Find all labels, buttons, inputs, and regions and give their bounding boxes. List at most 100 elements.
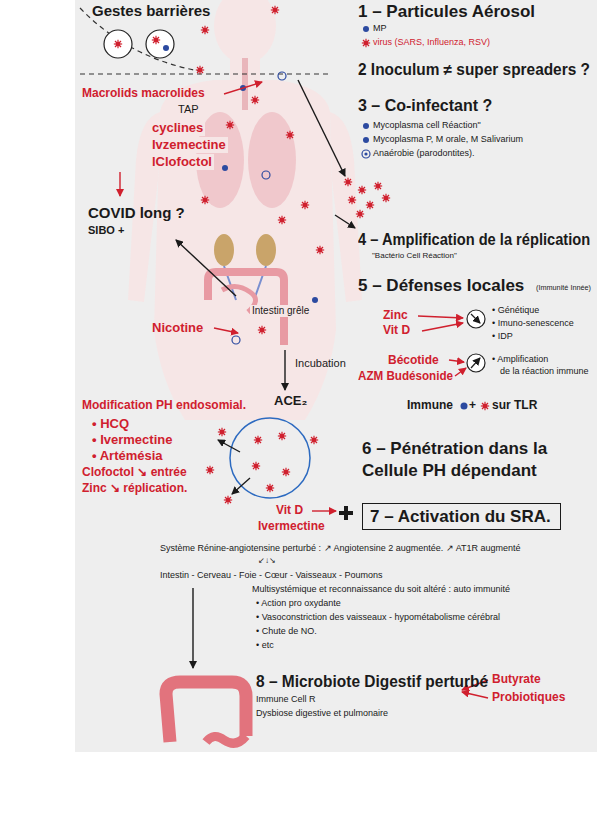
text-label: Dysbiose digestive et pulmonaire (256, 708, 388, 719)
text-label: Modification PH endosomial. (82, 398, 246, 412)
panel (75, 0, 597, 752)
text-label: 3 – Co-infectant ? (358, 96, 492, 115)
text-label: 5 – Défenses locales (358, 276, 524, 296)
virus-icon (114, 40, 122, 48)
virus-icon (258, 326, 266, 334)
droplet (104, 30, 132, 58)
text-label: 8 – Microbiote Digestif perturbé (256, 672, 488, 692)
text-label: TAP (178, 103, 199, 116)
text-label: (Immunité Innée) (536, 283, 591, 293)
text-label: Macrolids macrolides (82, 86, 205, 100)
virus-icon (374, 182, 382, 190)
virus-icon (358, 186, 366, 194)
cell-outline (230, 418, 310, 498)
virus-icon (196, 66, 204, 74)
virus-icon (252, 462, 260, 470)
text-label: Butyrate (492, 672, 541, 686)
text-label: 1 – Particules Aérosol (358, 2, 535, 22)
text-label: Vit D (276, 503, 303, 517)
mp-dot (363, 137, 369, 143)
mp-dot (461, 403, 468, 410)
virus-icon (282, 468, 290, 476)
colon (206, 736, 246, 743)
arrow (192, 588, 193, 668)
text-label: + (469, 398, 476, 412)
text-label: cyclines (150, 120, 205, 136)
text-label: • Chute de NO. (256, 626, 317, 637)
decrease-gauge (467, 310, 485, 328)
text-label: Bécotide (388, 353, 439, 367)
virus-icon (286, 131, 294, 139)
text-label: 6 – Pénétration dans la Cellule PH dépen… (362, 438, 577, 482)
arrow (218, 440, 240, 452)
text-label: "Bactério Cell Réaction" (372, 251, 457, 261)
red-arrow (214, 328, 238, 333)
mp-dot (312, 297, 318, 303)
droplet (146, 30, 174, 58)
plus-sign (339, 506, 353, 520)
virus-icon (218, 428, 226, 436)
text-label: Incubation (295, 357, 346, 370)
kidney (256, 234, 276, 266)
arrow (232, 478, 250, 494)
text-label: sur TLR (492, 398, 537, 412)
text-label: Probiotiques (492, 690, 565, 704)
red-arrow (422, 323, 463, 331)
virus-icon (481, 402, 489, 410)
virus-icon (356, 210, 364, 218)
virus-icon (278, 216, 286, 224)
text-label: Intestin - Cerveau - Foie - Cœur - Vaiss… (160, 570, 382, 581)
red-arrow (119, 172, 120, 196)
text-label: MP (373, 23, 387, 34)
virus-icon (382, 194, 390, 202)
virus-icon (251, 96, 259, 104)
decrease-gauge (471, 314, 480, 323)
arrow (284, 350, 285, 390)
trachea (242, 58, 248, 110)
text-label: COVID long ? (88, 204, 185, 222)
text-label: Ivermectine (258, 519, 325, 533)
text-label: SIBO + (88, 224, 124, 237)
virus-icon (224, 496, 232, 504)
text-label: • Génétique (492, 305, 539, 316)
text-label: Clofoctol ↘ entrée (82, 465, 187, 479)
red-arrow (455, 368, 466, 376)
process-box: 7 – Activation du SRA. (362, 503, 561, 530)
mp-dot (163, 45, 169, 51)
virus-icon (201, 196, 209, 204)
arrow (335, 215, 355, 228)
virus-icon (206, 466, 214, 474)
virus-icon (201, 26, 209, 34)
text-label: • Artémésia (92, 448, 163, 464)
virus-icon (226, 121, 234, 129)
arrow (298, 80, 345, 176)
right-lung (248, 112, 296, 208)
mp-dot (222, 165, 228, 171)
red-arrow (312, 510, 336, 511)
text-label: 2 Inoculum ≠ super spreaders ? (358, 60, 590, 79)
text-label: de la réaction immune (500, 366, 589, 377)
anaerobe-icon (278, 72, 286, 80)
virus-icon (362, 39, 370, 47)
mp-dot (363, 26, 369, 32)
virus-icon (271, 6, 279, 14)
virus-group (114, 6, 390, 504)
text-label: • Ivermectine (92, 432, 172, 448)
anaerobe-icon (362, 150, 370, 158)
text-label: Vit D (383, 323, 410, 337)
red-arrow (418, 316, 463, 318)
virus-icon (310, 436, 318, 444)
text-label: AZM Budésonide (358, 369, 453, 383)
text-label: ACE₂ (274, 393, 307, 409)
box-text: 7 – Activation du SRA. (370, 506, 553, 527)
text-label: • HCQ (92, 416, 129, 432)
text-label: 4 – Amplification de la réplication (358, 230, 590, 249)
anaerobe-icon (364, 152, 367, 155)
virus-icon (344, 178, 352, 186)
text-label: Gestes barrières (92, 2, 210, 20)
text-label: virus (SARS, Influenza, RSV) (373, 37, 490, 48)
red-arrow (224, 82, 262, 94)
virus-icon (254, 436, 262, 444)
red-arrow (449, 360, 464, 362)
